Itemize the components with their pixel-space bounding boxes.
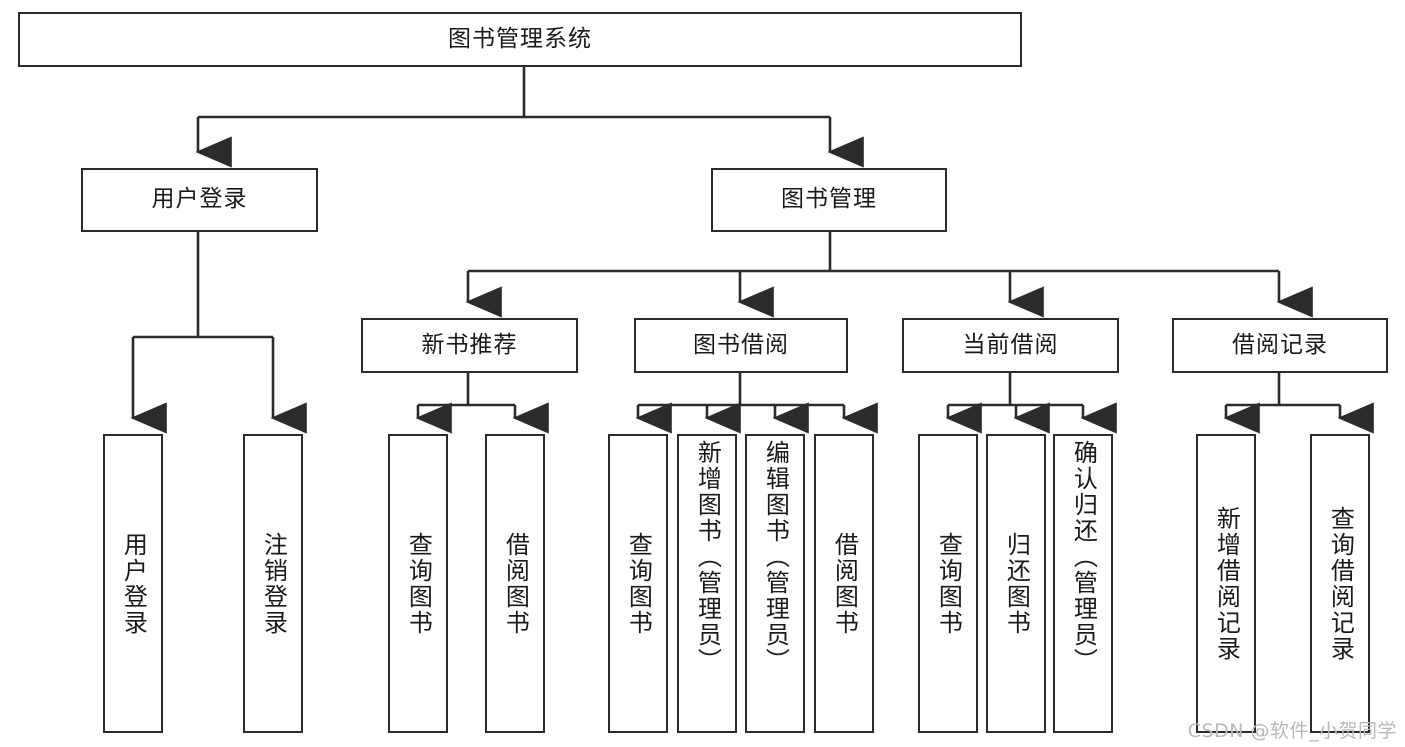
node-root-label: 图书管理系统: [448, 25, 592, 52]
node-root[interactable]: 图书管理系统: [18, 12, 1022, 67]
node-new-book-rec-label: 新书推荐: [421, 331, 518, 358]
leaf-br-query-record[interactable]: 查询借阅记录: [1310, 434, 1370, 733]
leaf-bb-edit-book-label: 编辑图书（管理员）: [761, 440, 790, 674]
leaf-br-add-record-label: 新增借阅记录: [1212, 505, 1241, 662]
node-book-borrow[interactable]: 图书借阅: [634, 318, 848, 373]
node-current-borrow-label: 当前借阅: [962, 331, 1059, 358]
node-book-manage[interactable]: 图书管理: [711, 168, 947, 232]
leaf-bb-borrow-book-label: 借阅图书: [830, 531, 859, 636]
leaf-cb-confirm-return[interactable]: 确认归还（管理员）: [1053, 434, 1113, 733]
node-new-book-rec[interactable]: 新书推荐: [361, 318, 578, 373]
leaf-bb-borrow-book[interactable]: 借阅图书: [814, 434, 874, 733]
leaf-cb-return-book-label: 归还图书: [1002, 531, 1031, 636]
leaf-cb-query-book-label: 查询图书: [934, 531, 963, 636]
node-user-login-label: 用户登录: [151, 186, 248, 213]
node-current-borrow[interactable]: 当前借阅: [902, 318, 1119, 373]
leaf-nbr-query-book-label: 查询图书: [404, 531, 433, 636]
leaf-logout[interactable]: 注销登录: [243, 434, 303, 733]
leaf-br-add-record[interactable]: 新增借阅记录: [1196, 434, 1256, 733]
leaf-cb-return-book[interactable]: 归还图书: [986, 434, 1046, 733]
leaf-br-query-record-label: 查询借阅记录: [1326, 505, 1355, 662]
leaf-nbr-borrow-book[interactable]: 借阅图书: [485, 434, 545, 733]
leaf-user-login-label: 用户登录: [119, 531, 148, 636]
leaf-cb-confirm-return-label: 确认归还（管理员）: [1069, 440, 1098, 674]
leaf-nbr-borrow-book-label: 借阅图书: [501, 531, 530, 636]
leaf-bb-query-book-label: 查询图书: [624, 531, 653, 636]
leaf-nbr-query-book[interactable]: 查询图书: [388, 434, 448, 733]
leaf-bb-add-book[interactable]: 新增图书（管理员）: [677, 434, 737, 733]
leaf-user-login[interactable]: 用户登录: [103, 434, 163, 733]
leaf-bb-add-book-label: 新增图书（管理员）: [693, 440, 722, 674]
node-book-manage-label: 图书管理: [781, 186, 877, 213]
node-borrow-record-label: 借阅记录: [1232, 331, 1328, 358]
leaf-bb-query-book[interactable]: 查询图书: [608, 434, 668, 733]
node-book-borrow-label: 图书借阅: [693, 331, 789, 358]
leaf-bb-edit-book[interactable]: 编辑图书（管理员）: [745, 434, 805, 733]
node-user-login[interactable]: 用户登录: [81, 168, 318, 232]
leaf-cb-query-book[interactable]: 查询图书: [918, 434, 978, 733]
watermark-text: CSDN @软件_小贺同学: [1187, 720, 1397, 742]
leaf-logout-label: 注销登录: [259, 531, 288, 636]
node-borrow-record[interactable]: 借阅记录: [1172, 318, 1388, 373]
